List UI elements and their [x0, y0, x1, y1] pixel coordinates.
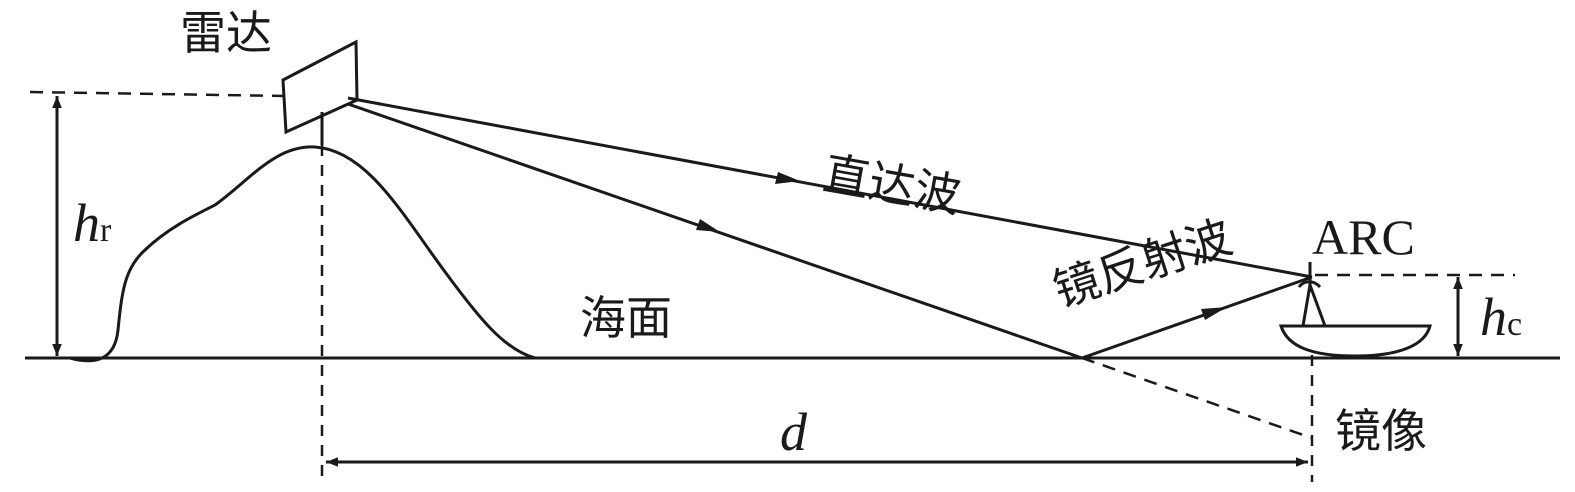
- distance-label: d: [780, 402, 807, 462]
- sea-surface-label: 海面: [580, 291, 672, 345]
- image-ray-dashed: [1081, 356, 1313, 440]
- radar-plate: [281, 39, 359, 135]
- radar-height-label: hr: [73, 196, 111, 250]
- direct-wave-ray: [347, 96, 1313, 279]
- reflected-ray: [1081, 275, 1313, 360]
- radar-height-symbol: h: [73, 193, 100, 253]
- arc-height-subscript: c: [1507, 306, 1523, 343]
- arc-height-symbol: h: [1480, 287, 1507, 347]
- arc-height-label: hc: [1480, 290, 1522, 344]
- radar-height-subscript: r: [100, 212, 112, 249]
- arc-label: ARC: [1312, 209, 1415, 265]
- hill-outline: [69, 145, 536, 363]
- image-label: 镜像: [1335, 404, 1427, 458]
- boat-hull: [1278, 324, 1432, 358]
- radar-height-dashed: [29, 90, 286, 98]
- reflected-ray-arrowhead: [1201, 307, 1227, 320]
- arc-antenna: [1297, 262, 1327, 327]
- radar-label: 雷达: [180, 6, 272, 60]
- direct-wave-arrowhead: [775, 172, 800, 184]
- incident-ray-arrowhead: [696, 219, 720, 232]
